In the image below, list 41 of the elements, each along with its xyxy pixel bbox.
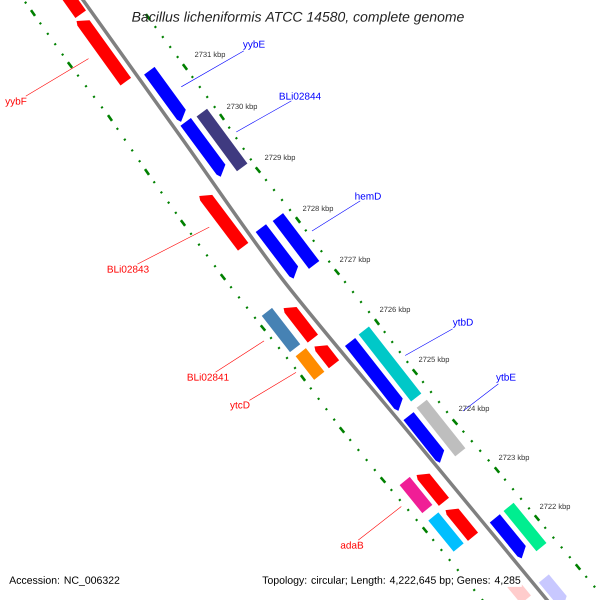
gene-bar	[344, 338, 403, 411]
gene-bar	[196, 108, 248, 172]
gene-bar	[272, 213, 320, 269]
gene-label: ytbD	[452, 318, 473, 328]
gene-bar	[400, 476, 432, 514]
gene-bar	[76, 20, 132, 86]
leader-line	[249, 372, 296, 401]
leader-line	[236, 100, 292, 132]
gene-bar	[262, 308, 300, 352]
leader-line	[26, 58, 89, 96]
gene-bar	[490, 514, 526, 558]
gene-label: BLi02843	[108, 265, 149, 273]
gene-label: yybF	[5, 97, 26, 107]
leader-line	[404, 328, 453, 356]
gene-bar	[296, 348, 324, 380]
gene-bar	[144, 66, 186, 122]
gene-label: adaB	[340, 541, 364, 549]
leader-line	[180, 50, 244, 88]
leader-line	[312, 200, 360, 232]
accession-label: Accession: NC_006322	[8, 575, 121, 587]
gene-bar	[403, 412, 444, 463]
gene-bar	[538, 574, 567, 600]
gene-bar	[199, 194, 248, 251]
leader-line	[137, 226, 210, 264]
leader-line	[215, 340, 264, 372]
genome-info-text: Topology: circular; Length: 4,222,645 bp; Genes: 4,285	[261, 575, 522, 587]
gene-bar	[446, 508, 478, 541]
gene-bar	[428, 512, 464, 552]
gene-label: hemD	[355, 192, 381, 200]
gene-bar	[314, 345, 340, 368]
gene-label: BLi02844	[280, 92, 321, 100]
gene-label: yybE	[242, 40, 265, 50]
gene-bar	[284, 306, 318, 343]
leader-line	[358, 506, 402, 540]
gene-label: ytcD	[230, 402, 250, 410]
gene-label: BLi02841	[188, 373, 229, 381]
gene-bar	[416, 474, 449, 506]
gene-bar	[256, 224, 298, 279]
leader-line	[462, 384, 499, 412]
gene-label: ytbE	[496, 373, 516, 383]
gene-bar	[180, 118, 226, 177]
